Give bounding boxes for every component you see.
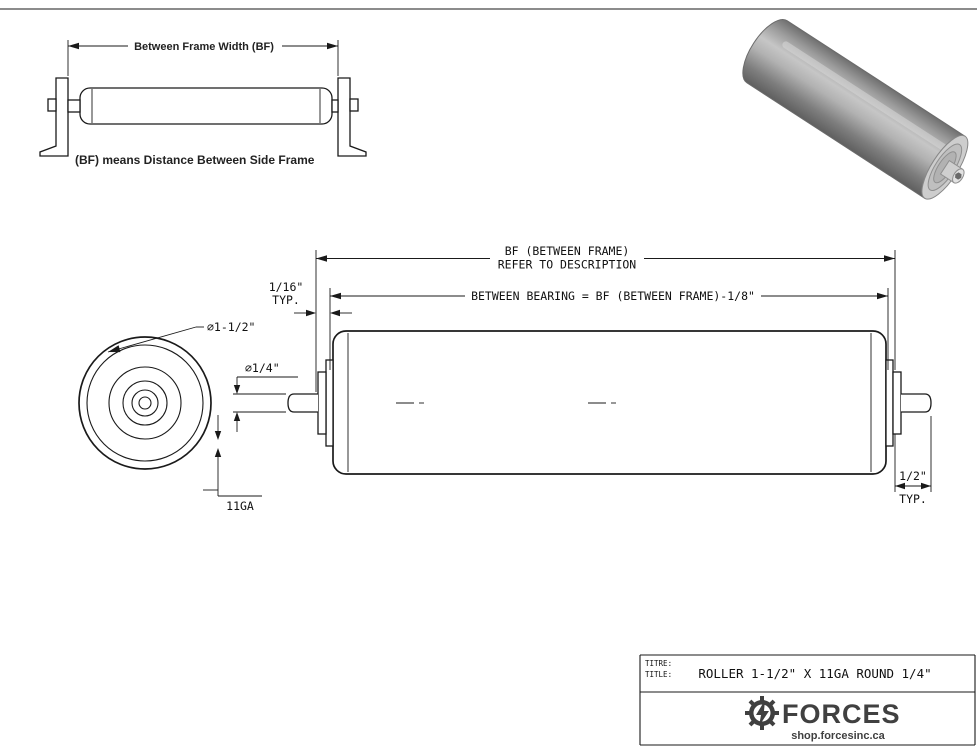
arrowhead xyxy=(214,448,222,457)
arrowhead xyxy=(306,309,316,317)
shaft-dia-label: ⌀1/4" xyxy=(245,361,280,375)
gear-icon xyxy=(745,696,779,730)
left-bearing-flange xyxy=(325,359,334,447)
brand-logo: FORCES shop.forcesinc.ca xyxy=(745,696,901,742)
shaft-ext-dimension: 1/2" TYP. xyxy=(894,416,932,506)
between-bearing-dimension: BETWEEN BEARING = BF (BETWEEN FRAME)-1/8… xyxy=(329,288,889,370)
title-block: TITRE: TITLE: ROLLER 1-1/2" X 11GA ROUND… xyxy=(639,654,976,746)
arrowhead xyxy=(316,255,327,262)
legend-roller-body xyxy=(79,87,333,125)
side-view xyxy=(287,330,932,475)
arrowhead xyxy=(327,42,338,50)
arrowhead xyxy=(214,431,222,440)
shaft-ext-value: 1/2" xyxy=(899,469,927,483)
brand-text: FORCES xyxy=(782,699,901,729)
end-view-shaft-circle xyxy=(138,396,152,410)
legend-right-frame xyxy=(337,77,367,157)
arrowhead xyxy=(68,42,79,50)
end-view-od-circle xyxy=(78,336,212,470)
gap-dimension: 1/16" TYP. xyxy=(269,280,352,317)
shaft-dia-dimension: ⌀1/4" xyxy=(233,361,298,432)
title-label-en: TITLE: xyxy=(645,670,672,679)
left-axle-fastener xyxy=(47,98,57,112)
end-view-bearing-circle xyxy=(122,380,168,426)
bf-dimension: BF (BETWEEN FRAME) REFER TO DESCRIPTION xyxy=(315,244,896,392)
arrowhead xyxy=(233,385,241,394)
arrowhead xyxy=(330,309,340,317)
arrowhead xyxy=(884,255,895,262)
left-bearing-hub xyxy=(317,371,327,435)
legend-dim-label: Between Frame Width (BF) xyxy=(134,41,274,53)
right-bearing-hub xyxy=(892,371,902,435)
photo-roller-3d xyxy=(742,19,969,200)
end-view-id-circle xyxy=(86,344,204,462)
legend-dimension: Between Frame Width (BF) xyxy=(67,40,339,76)
end-view-housing-circle xyxy=(108,366,182,440)
bf-dim-text-line1: BF (BETWEEN FRAME) xyxy=(505,244,630,258)
arrowhead xyxy=(330,292,341,300)
roller-3d-highlight xyxy=(782,41,951,153)
brand-tagline: shop.forcesinc.ca xyxy=(791,730,885,742)
between-bearing-text: BETWEEN BEARING = BF (BETWEEN FRAME)-1/8… xyxy=(471,289,755,303)
legend-left-axle xyxy=(67,99,81,113)
legend-caption: (BF) means Distance Between Side Frame xyxy=(75,153,315,167)
legend-right-axle xyxy=(331,99,339,113)
left-shaft xyxy=(287,393,318,413)
arrowhead xyxy=(233,412,241,421)
title-label-fr: TITRE: xyxy=(645,659,672,668)
arrowhead xyxy=(877,292,888,300)
legend-left-frame xyxy=(39,77,69,157)
gauge-callout: 11GA xyxy=(203,415,262,513)
end-view-race-circle xyxy=(131,389,159,417)
gauge-label: 11GA xyxy=(226,499,254,513)
lightning-bolt-icon xyxy=(756,700,769,726)
gap-typ: TYP. xyxy=(272,293,300,307)
right-axle-fastener xyxy=(349,98,359,112)
gear-teeth xyxy=(745,696,779,730)
drawing-title: ROLLER 1-1/2" X 11GA ROUND 1/4" xyxy=(698,666,931,681)
roller-dia-callout: ⌀1-1/2" xyxy=(107,320,255,353)
bf-dim-text-line2: REFER TO DESCRIPTION xyxy=(498,258,637,272)
right-shaft xyxy=(901,393,932,413)
arrowhead xyxy=(895,482,905,490)
roller-dia-label: ⌀1-1/2" xyxy=(207,320,255,334)
arrowhead xyxy=(921,482,931,490)
end-view: ⌀1-1/2" 11GA ⌀1/4" xyxy=(78,320,298,513)
roller-3d-hex-socket xyxy=(955,172,962,180)
right-bearing-flange xyxy=(885,359,894,447)
shaft-ext-typ: TYP. xyxy=(899,492,927,506)
roller-3d-body xyxy=(742,19,966,199)
roller-body xyxy=(332,330,887,475)
arrowhead xyxy=(108,345,121,353)
leader-line xyxy=(107,326,197,353)
legend-roller xyxy=(67,87,339,125)
gap-value: 1/16" xyxy=(269,280,304,294)
legend-diagram: Between Frame Width (BF) (BF) means Dist… xyxy=(39,40,367,167)
